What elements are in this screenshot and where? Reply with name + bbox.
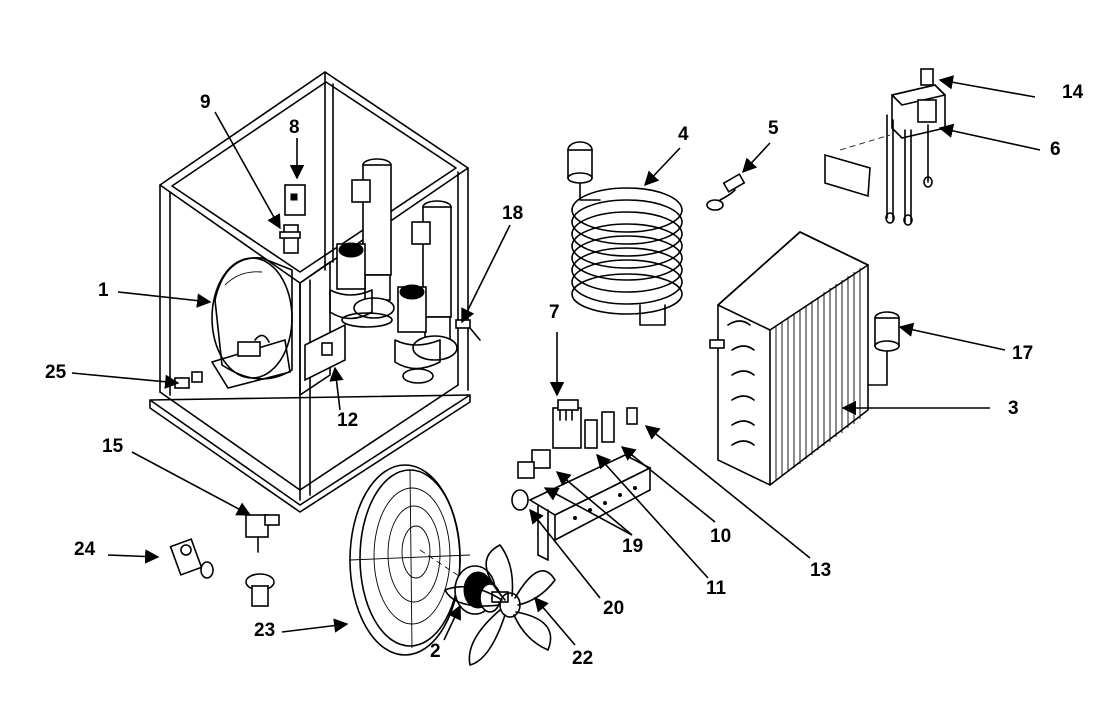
callout-10: 10 [710,526,731,547]
callout-11: 11 [706,578,727,599]
callout-3: 3 [1008,398,1019,419]
cabinet-frame [149,71,471,513]
elbow-fitting [245,573,275,607]
callout-22: 22 [572,648,593,669]
callout-4: 4 [678,124,689,145]
cabinet-controls [279,184,481,382]
callout-5: 5 [768,118,779,139]
coil-tank [567,141,683,326]
callout-9: 9 [200,92,211,113]
callout-19: 19 [622,536,643,557]
callout-23: 23 [254,620,275,641]
expansion-valve [706,173,746,211]
leader-lines [71,75,1041,646]
callout-17: 17 [1012,343,1033,364]
callout-1: 1 [98,280,109,301]
fan-blade [444,544,556,666]
fan-motor [454,565,509,615]
callout-7: 7 [549,302,560,323]
callout-12: 12 [337,410,358,431]
compressor [211,257,293,389]
callout-13: 13 [810,560,831,581]
callout-6: 6 [1050,139,1061,160]
control-box [824,68,946,226]
inlet-fitting [169,538,214,579]
callout-20: 20 [603,598,624,619]
fan-guard [349,464,481,656]
condenser [709,231,900,486]
callout-25: 25 [45,362,67,383]
callout-14: 14 [1062,82,1084,103]
callout-labels: 1 2 3 4 5 6 7 8 9 10 11 12 13 14 15 17 1… [45,82,1084,669]
callout-24: 24 [74,539,96,560]
water-valve [245,514,280,553]
electrical-bracket [511,399,652,561]
callout-2: 2 [430,641,441,662]
callout-15: 15 [102,436,124,457]
callout-18: 18 [502,203,523,224]
small-fitting [174,371,203,389]
callout-8: 8 [289,117,300,138]
pump-assembly [329,158,458,384]
